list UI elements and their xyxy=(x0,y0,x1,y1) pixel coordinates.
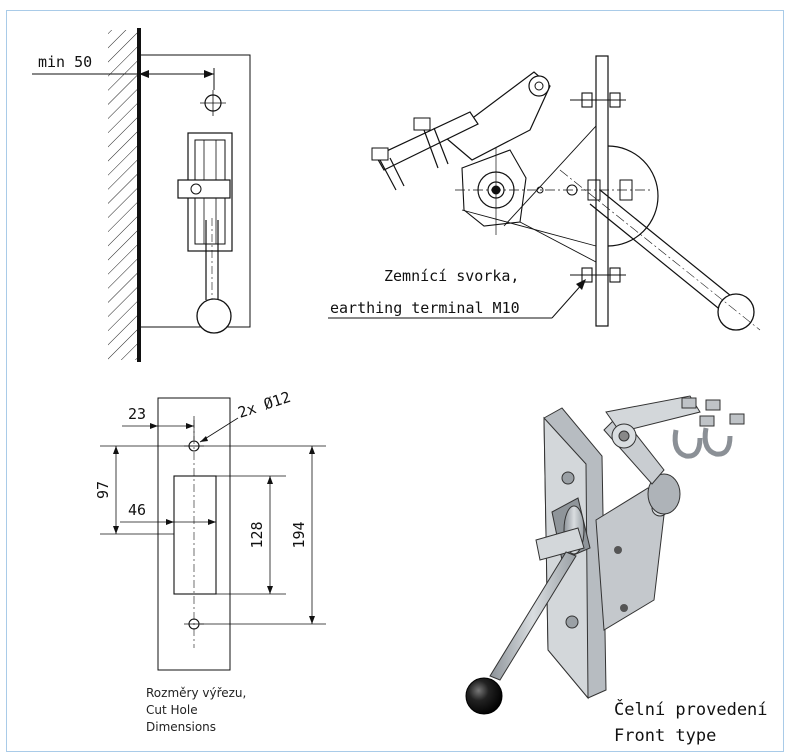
side-view xyxy=(32,28,251,362)
front-type-caption-en: Front type xyxy=(614,726,716,746)
dim-194: 194 xyxy=(290,521,308,548)
wall-hatch xyxy=(108,30,138,360)
dim-23: 23 xyxy=(128,405,146,423)
dim-holes: 2x Ø12 xyxy=(236,388,293,422)
top-view xyxy=(328,55,761,331)
panel-outline xyxy=(138,54,251,328)
front-type-caption-cz: Čelní provedení xyxy=(614,698,768,720)
dim-46: 46 xyxy=(128,501,146,519)
cut-hole-caption-2: Cut Hole xyxy=(146,703,198,717)
isometric-view xyxy=(465,395,745,715)
min-50-label: min 50 xyxy=(38,53,92,71)
earthing-label-en: earthing terminal M10 xyxy=(330,299,520,317)
dim-128: 128 xyxy=(248,521,266,548)
earthing-label-cz: Zemnící svorka, xyxy=(384,267,519,285)
cut-hole-drawing xyxy=(100,397,326,671)
cut-hole-caption-3: Dimensions xyxy=(146,720,216,734)
cut-hole-caption-1: Rozměry výřezu, xyxy=(146,686,246,700)
dim-97: 97 xyxy=(94,481,112,499)
